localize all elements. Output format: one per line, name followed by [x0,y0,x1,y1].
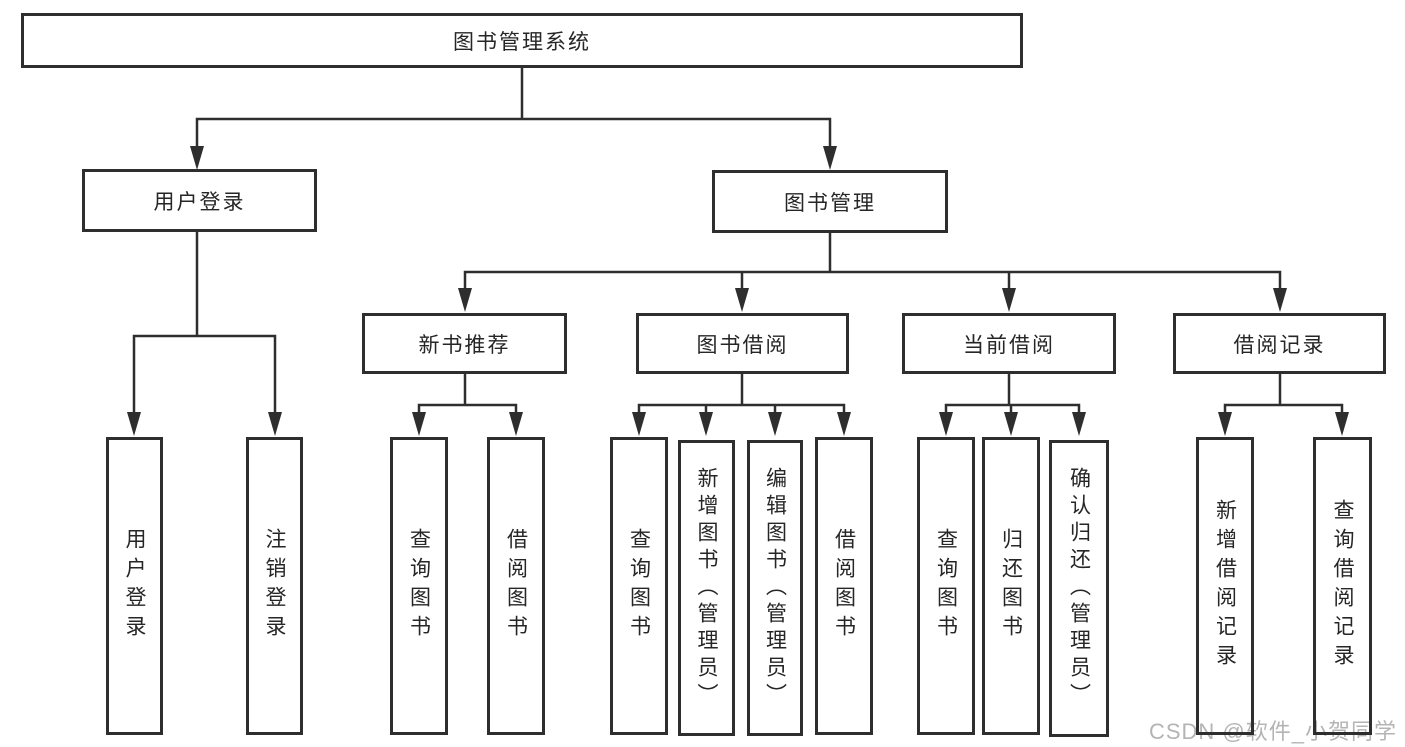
leaf-user-login: 用户登录 [106,437,163,735]
leaf-confirm-return-admin-label: 确认归还（管理员） [1067,467,1091,710]
node-user-login-label: 用户登录 [153,190,246,214]
leaf-edit-books-admin: 编辑图书（管理员） [747,440,803,736]
leaf-query-books-current-label: 查询图书 [934,528,958,644]
leaf-query-borrow-record: 查询借阅记录 [1313,437,1372,735]
node-new-book-recommend: 新书推荐 [362,313,567,374]
node-book-borrowing-label: 图书借阅 [696,333,789,357]
node-new-book-recommend-label: 新书推荐 [418,333,511,357]
node-book-management: 图书管理 [712,170,948,233]
leaf-confirm-return-admin: 确认归还（管理员） [1049,440,1109,737]
leaf-logout-label: 注销登录 [263,528,286,644]
leaf-user-login-label: 用户登录 [123,528,146,644]
leaf-borrow-books-recommend: 借阅图书 [487,437,545,735]
node-book-management-label: 图书管理 [784,191,876,215]
leaf-query-books-borrowing: 查询图书 [610,437,668,735]
leaf-query-books-current: 查询图书 [917,437,975,735]
leaf-add-borrow-record: 新增借阅记录 [1196,437,1254,735]
leaf-logout: 注销登录 [246,437,303,735]
leaf-return-books: 归还图书 [982,437,1040,735]
node-root-system-label: 图书管理系统 [453,30,591,54]
leaf-query-books-recommend: 查询图书 [390,437,448,735]
leaf-borrow-books-borrowing-label: 借阅图书 [832,528,856,644]
node-current-borrowing-label: 当前借阅 [963,333,1055,357]
leaf-query-books-borrowing-label: 查询图书 [627,528,651,644]
node-root-system: 图书管理系统 [21,13,1023,68]
node-borrowing-records-label: 借阅记录 [1233,333,1326,357]
node-current-borrowing: 当前借阅 [902,313,1116,374]
leaf-edit-books-admin-label: 编辑图书（管理员） [763,466,787,710]
node-borrowing-records: 借阅记录 [1173,313,1386,374]
leaf-add-books-admin: 新增图书（管理员） [678,440,735,736]
csdn-watermark: CSDN @软件_小贺同学 [1148,719,1397,744]
node-user-login: 用户登录 [82,169,317,232]
node-book-borrowing: 图书借阅 [636,313,849,374]
leaf-query-books-recommend-label: 查询图书 [407,528,431,644]
leaf-add-borrow-record-label: 新增借阅记录 [1213,499,1237,673]
leaf-query-borrow-record-label: 查询借阅记录 [1331,499,1354,673]
leaf-return-books-label: 归还图书 [999,528,1023,644]
leaf-borrow-books-recommend-label: 借阅图书 [504,528,528,644]
leaf-add-books-admin-label: 新增图书（管理员） [695,466,718,710]
leaf-borrow-books-borrowing: 借阅图书 [815,437,873,735]
